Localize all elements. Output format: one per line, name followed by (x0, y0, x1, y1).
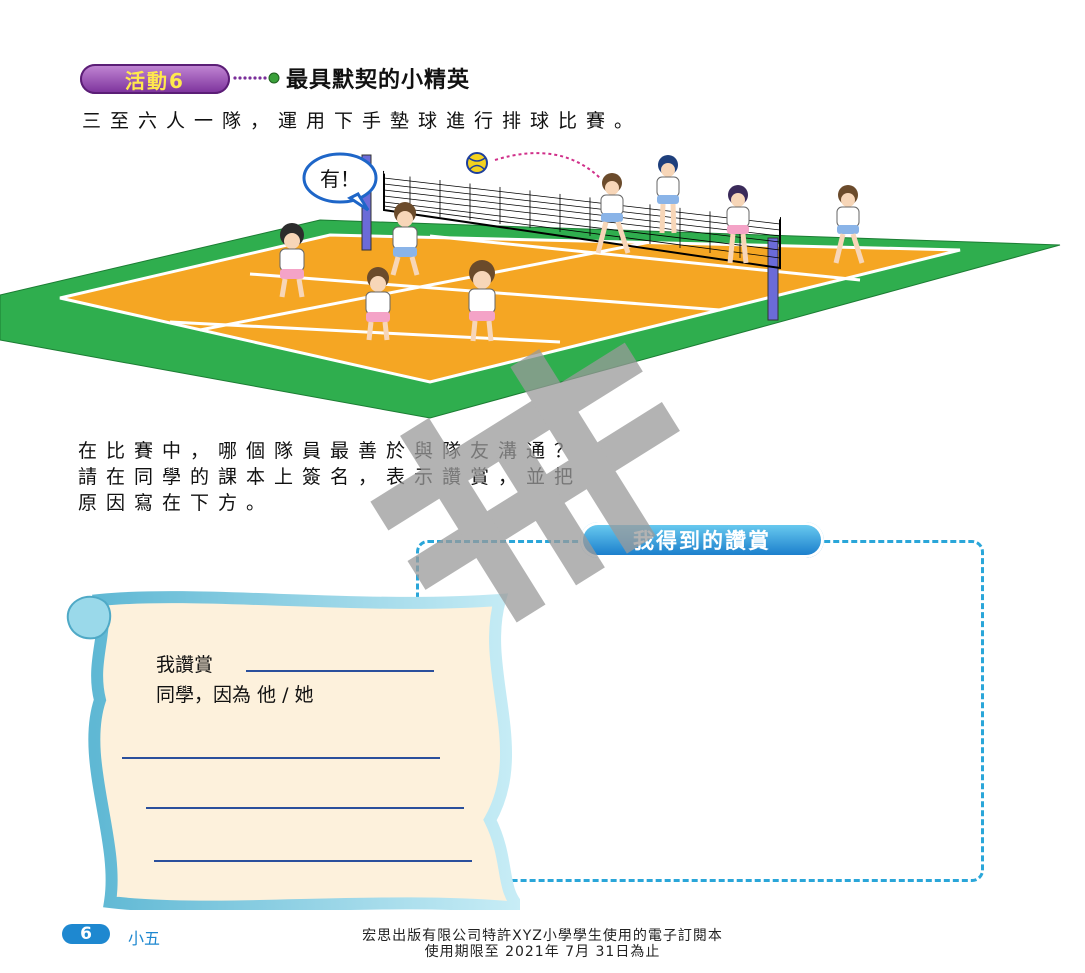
dotted-connector-icon (233, 72, 280, 84)
activity-badge: 活動6 (80, 64, 230, 94)
activity-title: 最具默契的小精英 (286, 68, 471, 93)
reason-blank-line-3[interactable] (154, 860, 472, 862)
grade-label: 小五 (128, 929, 161, 948)
page-number-badge: 6 (62, 924, 110, 944)
question-line-3: 原因寫在下方。 (78, 492, 275, 514)
reason-blank-line-2[interactable] (146, 807, 464, 809)
reason-blank-line-1[interactable] (122, 757, 440, 759)
praise-reason-label: 同學，因為 他 / 她 (156, 684, 314, 706)
license-notice: 宏思出版有限公司特許XYZ小學學生使用的電子訂閱本 (362, 928, 723, 944)
praise-label: 我讚賞 (156, 654, 214, 676)
speech-bubble-text: 有！ (320, 167, 360, 191)
question-line-2: 請在同學的課本上簽名，表示讚賞，並把 (78, 466, 583, 488)
question-line-1: 在比賽中，哪個隊員最善於與隊友溝通？ (78, 440, 583, 462)
volleyball-court-illustration: 有！ (0, 152, 1061, 419)
praise-badge: 我得到的讚賞 (580, 522, 824, 558)
name-blank-line[interactable] (246, 670, 434, 672)
scroll-note-icon (66, 591, 520, 910)
license-expiry: 使用期限至 2021年 7月 31日為止 (424, 944, 661, 960)
activity-instruction: 三至六人一隊，運用下手墊球進行排球比賽。 (82, 110, 643, 132)
discussion-question: 在比賽中，哪個隊員最善於與隊友溝通？ 請在同學的課本上簽名，表示讚賞，並把 原因… (78, 438, 582, 516)
